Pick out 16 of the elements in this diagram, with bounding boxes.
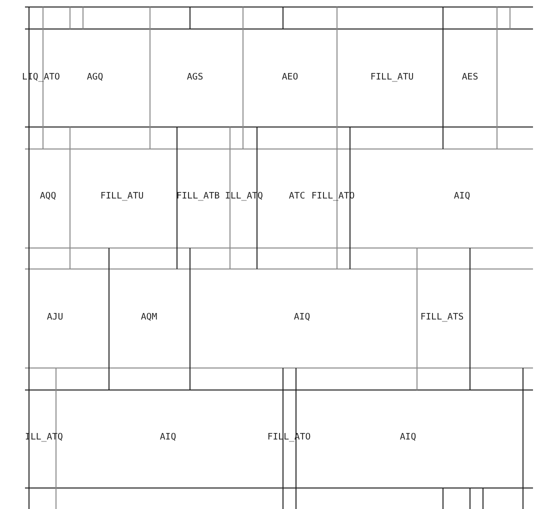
cell-label: FILL_ATU — [100, 192, 144, 202]
cell-label: AJU — [46, 312, 64, 324]
cell-label: ATC — [288, 192, 306, 202]
cell-label: AIQ — [294, 312, 310, 324]
cell-label: FILL_ATU — [370, 72, 414, 84]
cell-label: AQQ — [40, 192, 56, 202]
cell-label: AGS — [186, 72, 204, 84]
cell-label: AIQ — [160, 432, 176, 444]
cell-label: AQM — [140, 312, 158, 324]
cell-label: AEO — [282, 72, 298, 84]
cell-label: AIQ — [454, 192, 470, 202]
cell-label: FILL_ATS — [420, 312, 464, 324]
cell-label: AGQ — [86, 72, 104, 84]
cell-label: AIQ — [400, 432, 416, 444]
cell-label: AES — [462, 72, 478, 84]
cell-label: FILL_ATB — [176, 192, 220, 202]
